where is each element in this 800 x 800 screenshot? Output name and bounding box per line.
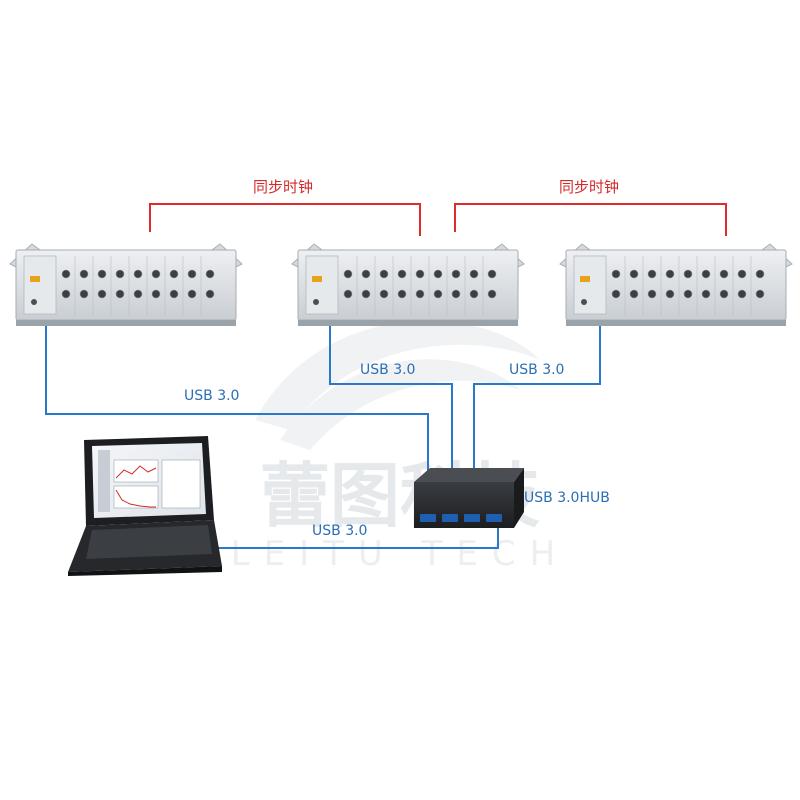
usb-label-chassis-1: USB 3.0 xyxy=(184,388,240,404)
usb-label-chassis-2: USB 3.0 xyxy=(360,362,416,378)
usb-hub-icon xyxy=(414,468,524,528)
usb-label-chassis-3: USB 3.0 xyxy=(509,362,565,378)
usb-cable-chassis-2 xyxy=(329,322,453,516)
usb-label-laptop: USB 3.0 xyxy=(312,523,368,539)
sync-clock-label-2: 同步时钟 xyxy=(559,178,620,196)
laptop-icon xyxy=(68,436,222,576)
usb-hub-label: USB 3.0HUB xyxy=(524,490,610,506)
sync-clock-line-1 xyxy=(149,203,421,236)
daq-chassis-icon xyxy=(291,243,543,327)
sync-clock-line-2 xyxy=(454,203,727,236)
daq-chassis-icon xyxy=(9,243,261,327)
watermark-latin-text: LEITU TECH xyxy=(231,534,569,574)
sync-clock-label-1: 同步时钟 xyxy=(253,178,314,196)
watermark-logo xyxy=(255,320,540,450)
daq-chassis-icon xyxy=(559,243,800,327)
usb-cable-chassis-1 xyxy=(45,322,429,516)
usb-cable-chassis-3 xyxy=(473,322,601,516)
